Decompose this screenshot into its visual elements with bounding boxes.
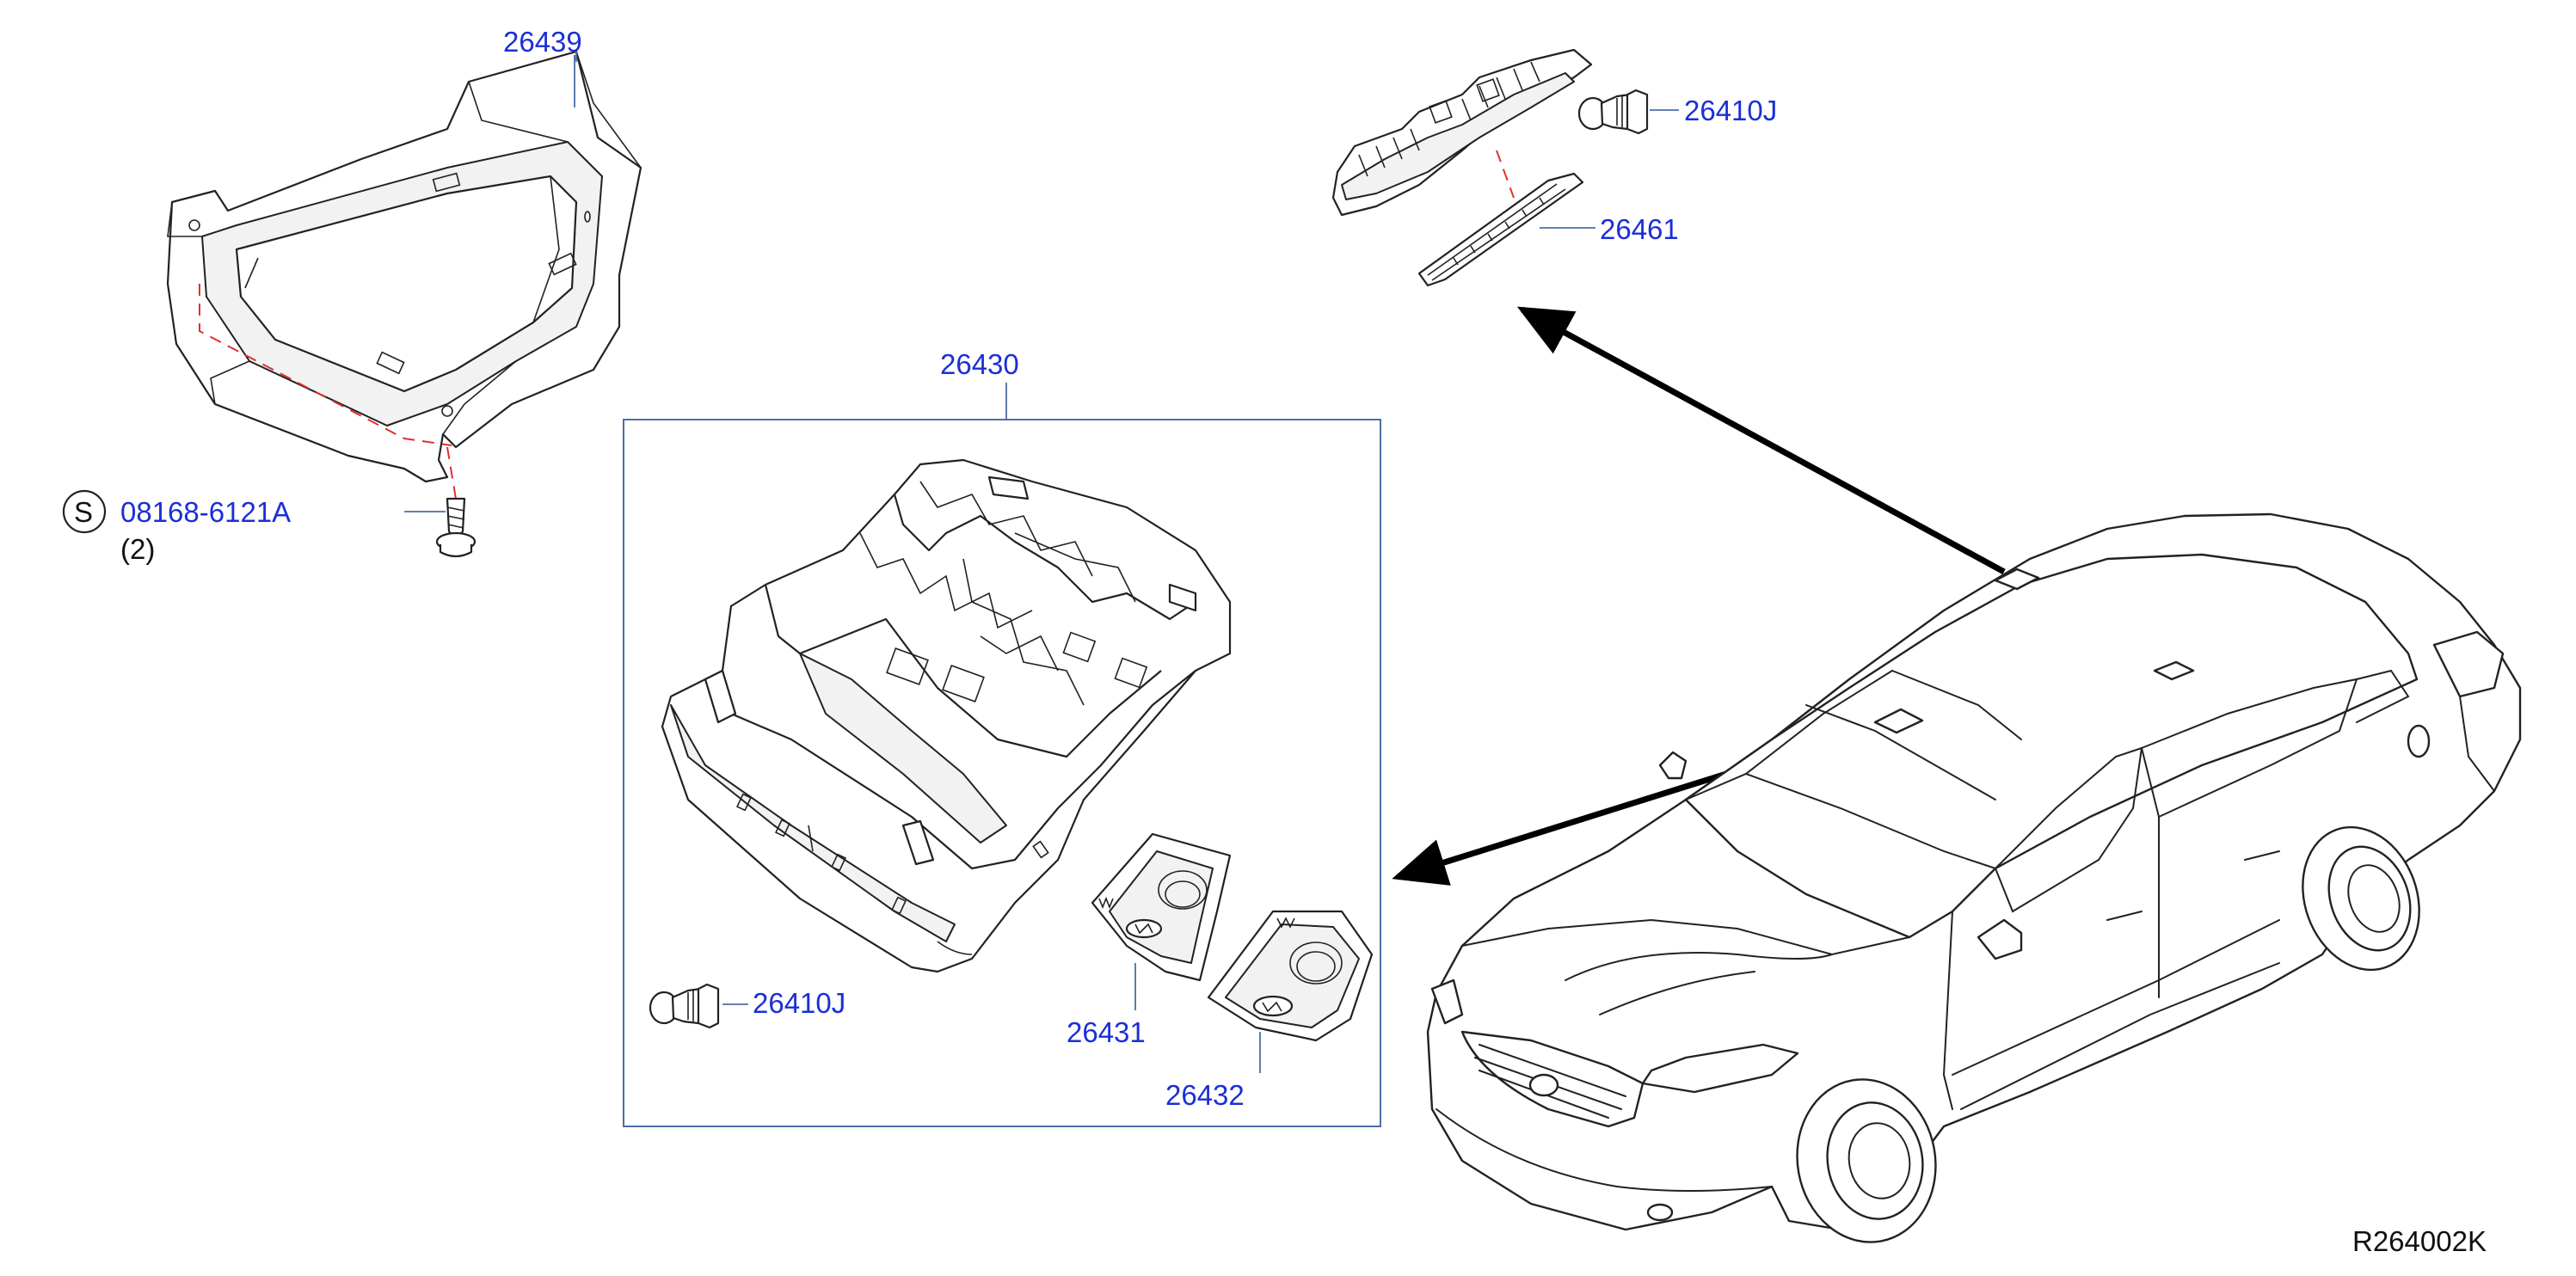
screw-quantity: (2) — [120, 533, 155, 565]
part-number-26430: 26430 — [940, 348, 1019, 380]
lens-26461: 26461 — [1417, 172, 1679, 287]
diagram-reference-code: R264002K — [2352, 1225, 2487, 1257]
symbol-s: S — [74, 496, 93, 528]
part-number-26410j-upper: 26410J — [1684, 95, 1777, 126]
part-number-26439: 26439 — [503, 26, 582, 58]
vehicle-illustration — [1426, 512, 2522, 1243]
roof-marker-upper-lamp — [1994, 567, 2040, 591]
standard-part-symbol — [62, 489, 107, 534]
part-number-26410j-lower: 26410J — [753, 987, 845, 1019]
assembly-26430: 26430 — [623, 348, 1381, 1127]
screw-08168-6121a: S 08168-6121A (2) — [62, 489, 476, 565]
bulb-26410j-lower: 26410J — [649, 983, 845, 1029]
bulb-26410j-upper: 26410J — [1577, 89, 1777, 135]
map-lamp-housing-upper — [1331, 48, 1593, 217]
part-number-26431: 26431 — [1067, 1016, 1146, 1048]
part-number-26432: 26432 — [1165, 1079, 1245, 1111]
console-housing — [661, 458, 1232, 973]
part-number-08168-6121a: 08168-6121A — [120, 496, 291, 528]
assembly-frame — [623, 419, 1381, 1127]
bracket-26439: 26439 — [166, 26, 642, 500]
arrow-to-upper-lamp — [1516, 306, 2006, 575]
lens-26432: 26432 — [1165, 910, 1374, 1111]
roof-marker-console — [1873, 708, 1924, 734]
part-number-26461: 26461 — [1600, 213, 1679, 245]
lens-26431: 26431 — [1067, 832, 1232, 1048]
